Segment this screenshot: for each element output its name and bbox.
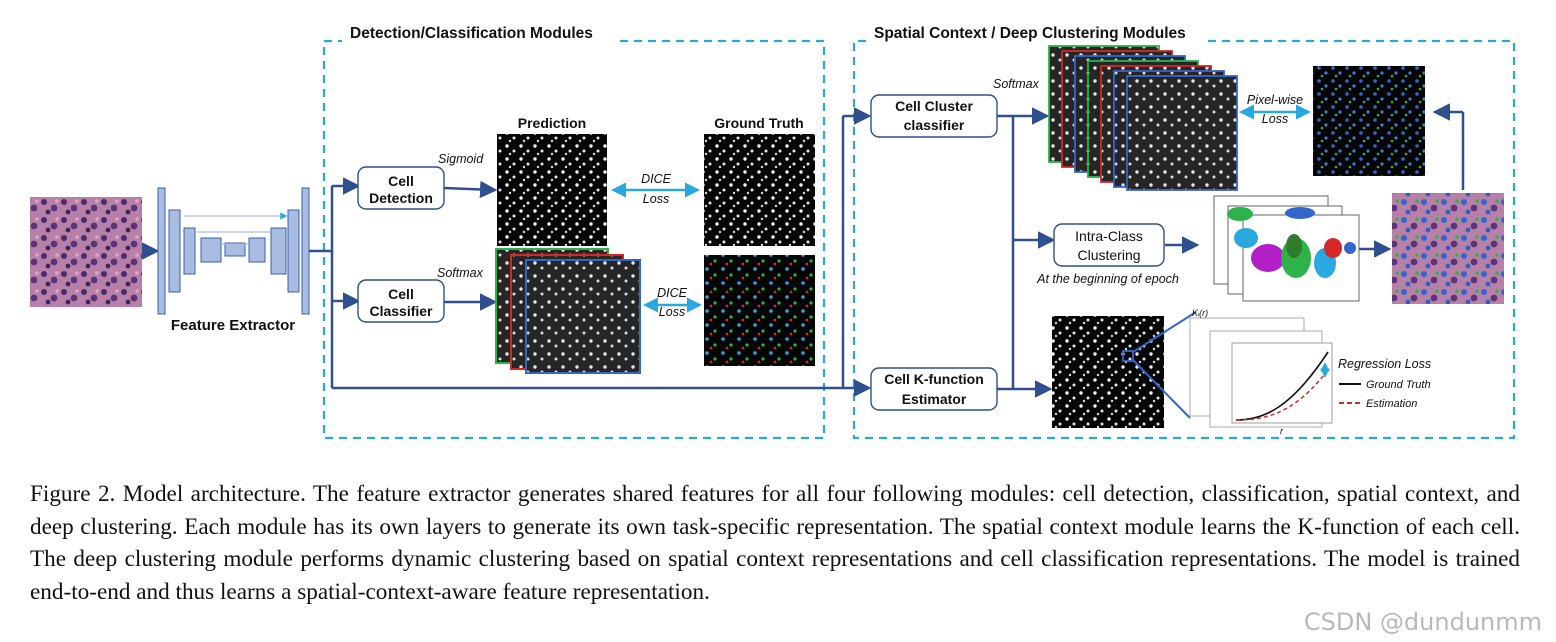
dice-label-top-1: DICE xyxy=(641,172,672,186)
intra-class-label-1: Intra-Class xyxy=(1075,228,1143,244)
dice-label-bottom-2: Loss xyxy=(659,305,685,319)
spatial-module-title: Spatial Context / Deep Clustering Module… xyxy=(874,25,1186,42)
zoom-line-top xyxy=(1132,311,1197,353)
kfunction-label-1: Cell K-function xyxy=(884,371,984,387)
detection-arrow xyxy=(443,180,498,199)
kfunction-focus-square xyxy=(1122,350,1134,362)
cluster-target-map xyxy=(1313,66,1425,176)
classification-prediction-blue xyxy=(525,259,641,374)
ground-truth-label: Ground Truth xyxy=(714,115,803,131)
architecture-diagram: Detection/Classification Modules Spatial… xyxy=(30,25,1516,440)
classification-ground-truth-image xyxy=(704,255,815,366)
detection-ground-truth-image xyxy=(704,134,815,246)
intra-class-box xyxy=(1053,223,1165,267)
feature-extractor xyxy=(157,187,310,315)
zoom-line-bottom xyxy=(1132,359,1191,419)
legend-gt-label: Ground Truth xyxy=(1366,379,1431,391)
sigmoid-label: Sigmoid xyxy=(438,152,484,166)
cell-detection-label-1: Cell xyxy=(388,173,414,189)
detection-module-title: Detection/Classification Modules xyxy=(350,25,593,42)
cell-classifier-label-1: Cell xyxy=(388,286,414,302)
dice-label-bottom-1: DICE xyxy=(657,286,688,300)
kfunction-cell-map xyxy=(1052,316,1164,428)
kfunction-box xyxy=(870,367,998,411)
cluster-softmax-stack xyxy=(1048,45,1238,191)
kfunction-label-2: Estimator xyxy=(902,391,967,407)
watermark: CSDN @dundunmm xyxy=(1303,608,1542,636)
spatial-module-frame xyxy=(852,39,1516,440)
clustered-histology-image xyxy=(1392,193,1504,304)
input-histology-image xyxy=(30,197,142,307)
regression-title: Regression Loss xyxy=(1338,357,1431,371)
pixel-loss-label-1: Pixel-wise xyxy=(1247,93,1303,107)
tsne-cluster-plots xyxy=(1213,195,1360,302)
softmax-label: Softmax xyxy=(437,266,484,280)
legend-est-label: Estimation xyxy=(1366,398,1417,410)
detection-module-frame xyxy=(322,39,826,440)
detection-prediction-image xyxy=(497,134,607,246)
cluster-softmax-label: Softmax xyxy=(993,77,1040,91)
cluster-classifier-label-2: classifier xyxy=(904,117,965,133)
cluster-classifier-label-1: Cell Cluster xyxy=(895,98,973,114)
cell-detection-label-2: Detection xyxy=(369,190,433,206)
cell-classifier-label-2: Classifier xyxy=(369,303,433,319)
feature-extractor-label: Feature Extractor xyxy=(171,317,295,334)
kfunction-plots xyxy=(1189,317,1333,428)
kfunction-xlabel: r xyxy=(1280,426,1284,436)
cluster-branch-arrows xyxy=(997,103,1465,398)
kfunction-ylabel: Kᵢ(r) xyxy=(1192,308,1208,318)
intra-class-label-2: Clustering xyxy=(1077,247,1140,263)
trunk-arrows xyxy=(309,107,872,397)
pixel-loss-label-2: Loss xyxy=(1262,112,1288,126)
figure-caption: Figure 2. Model architecture. The featur… xyxy=(30,481,1520,605)
skip-connections xyxy=(184,212,288,245)
epoch-note: At the beginning of epoch xyxy=(1036,272,1179,286)
dice-label-top-2: Loss xyxy=(643,192,669,206)
prediction-label: Prediction xyxy=(518,115,586,131)
